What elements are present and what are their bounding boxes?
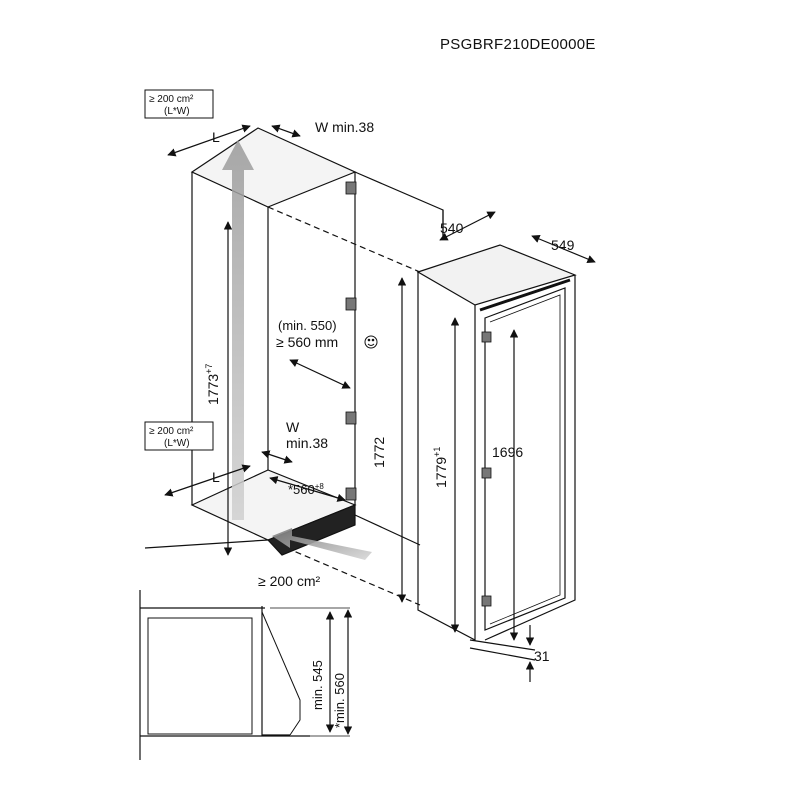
hinge-icon: [345, 297, 357, 311]
hinge-icon: [345, 411, 357, 425]
dim-L-top: [167, 124, 251, 157]
dim-depth: [439, 211, 496, 241]
label-depth: 540: [440, 220, 464, 236]
label-niche-height: 1773+7: [204, 364, 221, 405]
floor-line-left: [144, 539, 269, 549]
niche-dimensions: [164, 124, 351, 556]
svg-text:≥ 200 cm²: ≥ 200 cm²: [149, 94, 194, 105]
appliance-door-frame: [484, 287, 566, 631]
label-L-bottom: L: [212, 469, 220, 485]
niche-dashed-bottom: [267, 539, 421, 606]
section-door: [261, 606, 290, 736]
label-depth-recommended: ≥ 560 mm: [276, 334, 338, 350]
appliance-top-rail: [479, 278, 571, 312]
section-cavity: [147, 617, 253, 735]
dim-depth-niche: [289, 359, 351, 389]
label-W-bottom-1: W: [286, 419, 300, 435]
svg-text:1772: 1772: [371, 437, 387, 468]
model-code: PSGBRF210DE0000E: [440, 36, 596, 53]
hinge-icon: [481, 595, 492, 607]
section-detail: [139, 590, 353, 760]
appliance-inner-frame: [489, 294, 561, 625]
floor-line-right: [354, 514, 421, 546]
label-plinth-vent: ≥ 200 cm²: [258, 573, 320, 589]
section-door-open: [261, 611, 301, 736]
gap-ref-line-2: [469, 647, 536, 661]
vent-box-top: ≥ 200 cm² (L*W): [144, 89, 214, 119]
svg-text:min. 545: min. 545: [310, 660, 325, 710]
dim-L-bottom: [164, 464, 251, 497]
label-W-bottom-2: min.38: [286, 435, 328, 451]
smiley-icon: [364, 335, 378, 349]
hinge-icon: [481, 331, 492, 343]
airflow-up-arrow: [222, 140, 254, 520]
svg-text:1773+7: 1773+7: [204, 364, 221, 405]
airflow-in-arrow: [272, 528, 372, 560]
svg-text:*min. 560: *min. 560: [332, 673, 347, 728]
niche-dashed-top: [267, 206, 421, 273]
hinge-icon: [345, 487, 357, 501]
appliance-left-side: [417, 272, 476, 641]
gap-ref-line-1: [469, 639, 536, 651]
hinge-icon: [481, 467, 492, 479]
label-min-545: min. 545: [310, 660, 325, 710]
label-width: 549: [551, 237, 575, 253]
niche-cabinet: [144, 127, 444, 606]
label-total-height: 1772: [371, 437, 387, 468]
label-niche-width: *560+8: [288, 482, 324, 497]
dim-W-top: [271, 124, 301, 138]
label-L-top: L: [212, 129, 220, 145]
appliance: [416, 244, 577, 641]
label-gap: 31: [534, 648, 550, 664]
label-W-top: W min.38: [315, 119, 374, 135]
appliance-hinges: [481, 331, 492, 607]
appliance-dimensions: [397, 210, 596, 682]
svg-text:(L*W): (L*W): [164, 438, 190, 449]
hinge-icon: [345, 181, 357, 195]
label-min-560: *min. 560: [332, 673, 347, 728]
svg-text:(L*W): (L*W): [164, 106, 190, 117]
label-depth-min: (min. 550): [278, 318, 337, 333]
appliance-top: [416, 244, 577, 306]
dim-width: [531, 235, 596, 263]
dim-W-bottom: [261, 450, 293, 464]
label-inner-height: 1696: [492, 444, 523, 460]
niche-hinges: [345, 181, 357, 501]
label-door-height: 1779+1: [432, 447, 449, 488]
svg-text:1779+1: 1779+1: [432, 447, 449, 488]
niche-door: [354, 171, 444, 238]
svg-text:≥ 200 cm²: ≥ 200 cm²: [149, 426, 194, 437]
dim-width-niche: [269, 476, 346, 502]
vent-box-bottom: ≥ 200 cm² (L*W): [144, 421, 214, 451]
